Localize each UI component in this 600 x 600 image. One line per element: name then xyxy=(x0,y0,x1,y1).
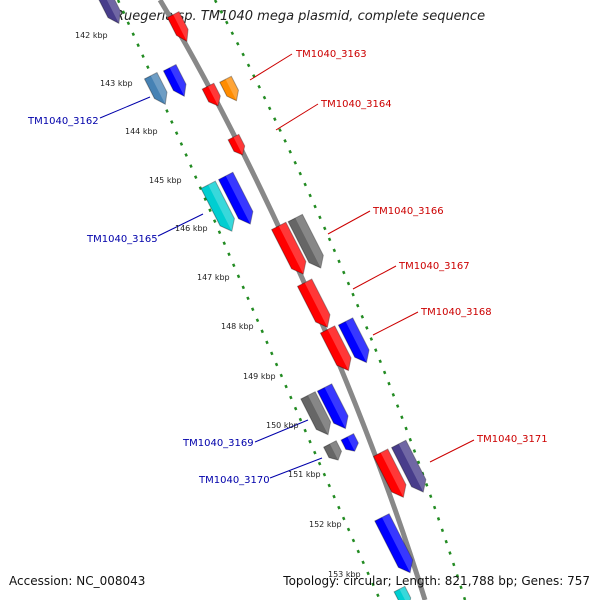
gene-arrow-TM1040_3166a xyxy=(270,221,307,275)
ruler-tick: 147 kbp xyxy=(197,273,230,282)
gene-label-TM1040_3170: TM1040_3170 xyxy=(198,475,270,486)
gene-arrow-bottom xyxy=(374,513,414,574)
dotted-track-outer-right xyxy=(213,0,467,600)
ruler-tick: 143 kbp xyxy=(100,79,133,88)
gene-label-TM1040_3169: TM1040_3169 xyxy=(182,438,254,449)
ruler-tick: 145 kbp xyxy=(149,176,182,185)
leader-TM1040_3168 xyxy=(372,311,419,336)
ruler-tick: 146 kbp xyxy=(175,224,208,233)
leader-TM1040_3167 xyxy=(352,265,397,290)
sequence-summary: Topology: circular; Length: 821,788 bp; … xyxy=(283,574,590,588)
ruler-tick: 149 kbp xyxy=(243,372,276,381)
gene-arrow-TM1040_3169a xyxy=(300,391,332,436)
gene-arrow-small xyxy=(227,133,246,156)
gene-label-TM1040_3166: TM1040_3166 xyxy=(372,206,444,217)
gene-arrow-TM1040_3164 xyxy=(201,82,221,107)
gene-arrow-bottom-cyan xyxy=(393,585,412,600)
gene-arrow-TM1040_3163 xyxy=(219,75,239,102)
gene-arrow-TM1040_3170a xyxy=(323,440,343,461)
gene-arrow-TM1040_3162a xyxy=(143,71,168,106)
ruler-tick: 144 kbp xyxy=(125,127,158,136)
plasmid-backbone xyxy=(157,0,428,600)
leader-TM1040_3162 xyxy=(99,96,151,119)
gene-arrow-TM1040_3162b xyxy=(162,63,187,98)
leader-TM1040_3169 xyxy=(254,419,309,443)
gene-label-TM1040_3163: TM1040_3163 xyxy=(295,49,367,60)
map-title: Ruegeria sp. TM1040 mega plasmid, comple… xyxy=(114,9,486,24)
leader-TM1040_3164 xyxy=(275,103,319,131)
gene-arrow-TM1040_3165a xyxy=(200,180,235,232)
ruler-tick: 151 kbp xyxy=(288,470,321,479)
leader-TM1040_3163 xyxy=(249,53,293,81)
leader-TM1040_3166 xyxy=(327,210,371,235)
leader-TM1040_3170 xyxy=(269,457,323,479)
gene-arrow-TM1040_3168b xyxy=(337,317,370,364)
gene-label-TM1040_3168: TM1040_3168 xyxy=(420,307,492,318)
gene-label-TM1040_3162: TM1040_3162 xyxy=(27,116,99,127)
gene-arrow-top xyxy=(166,11,189,43)
leader-TM1040_3165 xyxy=(157,213,204,237)
gene-label-TM1040_3167: TM1040_3167 xyxy=(398,261,470,272)
gene-label-TM1040_3165: TM1040_3165 xyxy=(86,234,158,245)
ruler-tick: 142 kbp xyxy=(75,31,108,40)
gene-arrow-TM1040_3170b xyxy=(340,433,359,452)
ruler-tick: 150 kbp xyxy=(266,421,299,430)
gene-arrow-top-left xyxy=(98,0,122,25)
ruler-tick: 153 kbp xyxy=(328,570,361,579)
gene-arrow-TM1040_3166b xyxy=(287,213,324,269)
accession-text: Accession: NC_008043 xyxy=(9,574,146,588)
gene-arrow-TM1040_3168a xyxy=(319,325,352,372)
gene-arrow-TM1040_3169b xyxy=(316,383,349,430)
ruler-tick: 148 kbp xyxy=(221,322,254,331)
gene-arrow-TM1040_3171a xyxy=(372,448,407,498)
gene-arrow-TM1040_3171b xyxy=(390,439,427,493)
gene-arrow-TM1040_3165b xyxy=(217,171,254,225)
gene-arrow-TM1040_3167 xyxy=(296,278,331,328)
leader-TM1040_3171 xyxy=(429,439,475,463)
gene-label-TM1040_3164: TM1040_3164 xyxy=(320,99,392,110)
ruler-tick: 152 kbp xyxy=(309,520,342,529)
gene-label-TM1040_3171: TM1040_3171 xyxy=(476,434,548,445)
